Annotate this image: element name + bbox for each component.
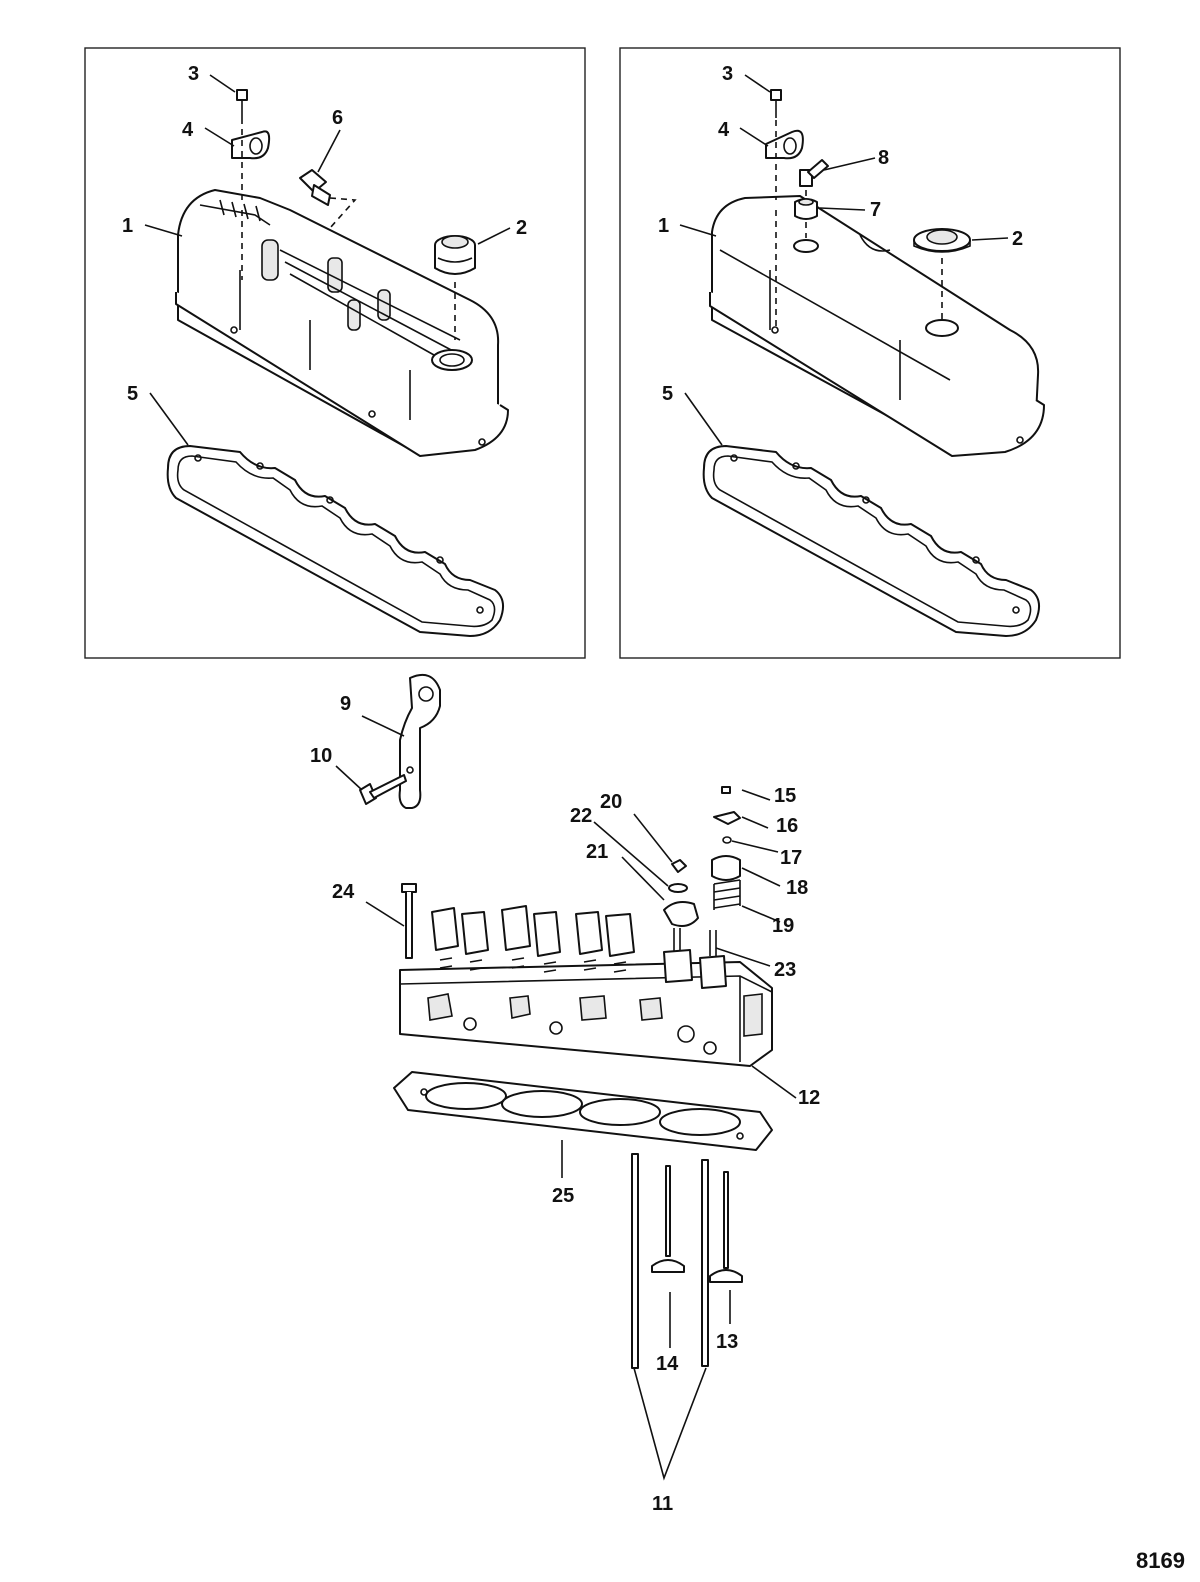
callout-left-2: 2 [516, 217, 527, 239]
rocker-ball [668, 883, 688, 893]
callout-17: 17 [780, 847, 802, 869]
leader-right-5 [684, 392, 723, 446]
callout-left-4: 4 [182, 119, 194, 141]
rocker-nut-keeper-spring [711, 786, 741, 910]
callout-25: 25 [552, 1185, 574, 1207]
callout-20: 20 [600, 791, 622, 813]
callout-11: 11 [652, 1493, 673, 1515]
valve-cover-gasket-left [166, 445, 505, 637]
leader-left-1 [144, 224, 183, 237]
leader-23 [715, 947, 771, 967]
panel-left: 3 4 6 1 2 5 [84, 47, 586, 659]
callout-right-2: 2 [1012, 228, 1023, 250]
head-bolt [401, 883, 417, 959]
callout-15: 15 [774, 785, 796, 807]
leader-20 [633, 813, 673, 863]
valve-cover-left [175, 189, 509, 457]
leader-11 [633, 1367, 707, 1481]
leader-10 [335, 765, 363, 791]
valve-spring [713, 879, 741, 909]
leader-left-2 [477, 227, 511, 245]
callout-right-8: 8 [878, 147, 889, 169]
callout-16: 16 [776, 815, 798, 837]
callout-right-5: 5 [662, 383, 673, 405]
callout-12: 12 [798, 1087, 820, 1109]
exhaust-valve [709, 1171, 743, 1283]
cylinder-head [399, 905, 773, 1067]
callout-24: 24 [332, 881, 355, 903]
leader-22 [593, 821, 669, 887]
bolt-and-clip-right [765, 89, 804, 330]
panel-right-frame [619, 47, 1121, 659]
leader-12 [751, 1065, 797, 1099]
callout-left-1: 1 [122, 215, 133, 237]
valve-cover-right [709, 195, 1045, 457]
seal-ring [722, 836, 732, 844]
leader-right-3 [744, 74, 771, 93]
pushrods [631, 1153, 709, 1369]
leader-17 [731, 840, 779, 853]
leader-19 [741, 905, 781, 923]
callout-right-4: 4 [718, 119, 730, 141]
valve-cover-gasket-right [702, 445, 1041, 637]
bolt-and-clip-left [231, 89, 271, 280]
callout-23: 23 [774, 959, 796, 981]
leader-left-6 [317, 129, 341, 173]
leader-right-8 [823, 157, 876, 171]
leader-9 [361, 715, 405, 737]
callout-left-6: 6 [332, 107, 343, 129]
leader-right-1 [679, 224, 717, 237]
valve-keeper [713, 811, 741, 825]
leader-left-3 [209, 74, 236, 93]
leader-right-2 [971, 237, 1009, 241]
callout-10: 10 [310, 745, 332, 767]
pcv-fitting-left [299, 169, 357, 229]
rocker-arm-parts [663, 859, 699, 927]
leader-right-4 [739, 127, 769, 147]
leader-21 [621, 856, 665, 901]
figure-number: 8169 [1136, 1548, 1185, 1573]
callout-18: 18 [786, 877, 808, 899]
rocker-nut [721, 786, 731, 794]
callout-left-5: 5 [127, 383, 138, 405]
spring-cap [711, 855, 741, 881]
callout-21: 21 [586, 841, 608, 863]
bracket-bolt [359, 774, 407, 805]
leader-left-4 [204, 127, 235, 147]
callout-9: 9 [340, 693, 351, 715]
intake-valve [651, 1165, 685, 1273]
callout-14: 14 [656, 1353, 679, 1375]
cylinder-head-assembly: 9 10 15 16 17 18 19 20 22 21 24 23 12 25… [310, 674, 820, 1515]
leader-16 [741, 816, 769, 829]
rocker-stud-nut [671, 859, 687, 873]
oil-filler-cap-left [434, 235, 476, 340]
leader-left-5 [149, 392, 189, 446]
callout-right-7: 7 [870, 199, 881, 221]
leader-right-7 [819, 207, 866, 211]
callout-19: 19 [772, 915, 794, 937]
callout-right-3: 3 [722, 63, 733, 85]
callout-13: 13 [716, 1331, 738, 1353]
head-gasket [393, 1071, 773, 1151]
callout-right-1: 1 [658, 215, 669, 237]
grommet-and-elbow-right [794, 159, 829, 238]
rocker-arm [663, 901, 699, 927]
lifting-bracket [398, 674, 441, 809]
panel-left-frame [84, 47, 586, 659]
panel-right: 3 4 8 7 1 2 5 [619, 47, 1121, 659]
leader-18 [741, 867, 781, 887]
callout-22: 22 [570, 805, 592, 827]
oil-filler-cap-right [913, 228, 971, 320]
leader-24 [365, 901, 405, 927]
leader-15 [741, 789, 771, 801]
callout-left-3: 3 [188, 63, 199, 85]
